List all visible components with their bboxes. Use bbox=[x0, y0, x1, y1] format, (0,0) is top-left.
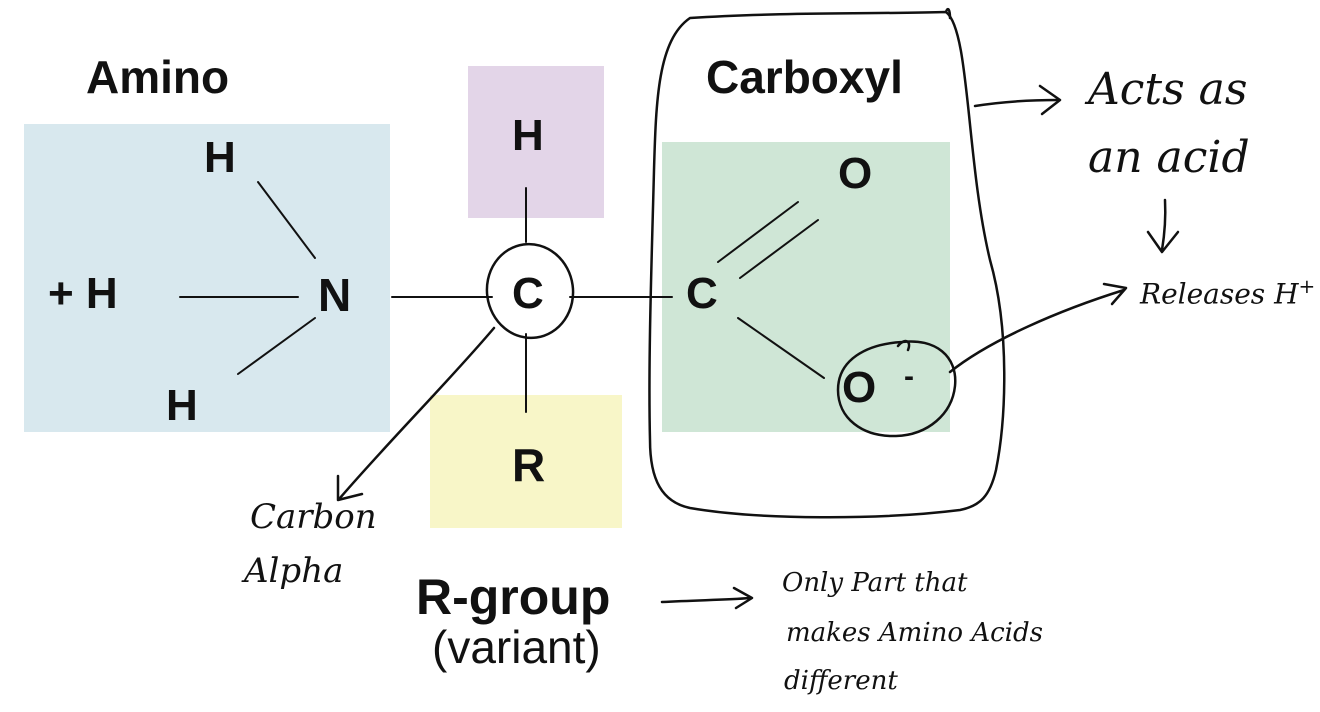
arrow-rgroup-to-note bbox=[660, 596, 752, 604]
o-minus-circle-tick bbox=[896, 339, 911, 352]
amino-h-top-atom: H bbox=[204, 133, 236, 182]
arrow-acid-to-releases bbox=[1160, 198, 1167, 252]
amino-group-box bbox=[24, 124, 390, 432]
double-bond-line-2 bbox=[739, 219, 819, 279]
arrow-calpha-to-carbon-alpha-head bbox=[336, 474, 364, 502]
releases-h-text: Releases H bbox=[1140, 277, 1299, 311]
oxygen-charge: - bbox=[904, 360, 914, 393]
alpha-carbon-circle bbox=[485, 242, 575, 340]
arrow-ominus-to-releases bbox=[948, 288, 1126, 374]
alpha-carbon-atom: C bbox=[512, 269, 544, 318]
only-part-note-line2: makes Amino Acids bbox=[786, 618, 1043, 648]
carboxyl-label: Carboxyl bbox=[706, 51, 903, 103]
r-group-label: R-group bbox=[416, 569, 611, 625]
nitrogen-atom: N bbox=[318, 269, 352, 321]
carbon-alpha-note-line2: Alpha bbox=[244, 551, 344, 591]
bond-htop-n bbox=[257, 181, 316, 259]
arrow-acid-to-releases-head bbox=[1146, 230, 1180, 254]
arrow-calpha-to-carbon-alpha bbox=[338, 326, 496, 500]
r-atom: R bbox=[512, 439, 546, 491]
releases-h-superscript: + bbox=[1298, 274, 1316, 298]
bond-hbottom-n bbox=[237, 317, 316, 375]
carboxyl-outline bbox=[648, 10, 1006, 519]
carbon-alpha-note-line1: Carbon bbox=[250, 497, 377, 537]
arrow-ominus-to-releases-head bbox=[1102, 282, 1128, 306]
releases-h-note: Releases H+ bbox=[1140, 276, 1315, 308]
variant-label: (variant) bbox=[432, 621, 601, 673]
bond-c-ominus bbox=[737, 317, 825, 379]
carboxyl-carbon-atom: C bbox=[686, 269, 718, 318]
only-part-note-line1: Only Part that bbox=[782, 568, 968, 598]
acts-as-acid-note-line1: Acts as bbox=[1088, 64, 1248, 115]
acts-as-acid-note-line2: an acid bbox=[1088, 132, 1250, 183]
r-group-box bbox=[430, 395, 622, 528]
only-part-note-line3: different bbox=[784, 666, 898, 696]
carboxyl-outline-tick bbox=[944, 7, 952, 20]
o-minus-circle bbox=[836, 340, 957, 438]
amino-label: Amino bbox=[86, 51, 230, 103]
double-bonded-oxygen-atom: O bbox=[838, 149, 873, 198]
single-bonded-oxygen-atom: O bbox=[842, 363, 877, 412]
alpha-h-atom: H bbox=[512, 111, 544, 160]
carboxyl-group-box bbox=[662, 142, 950, 432]
arrow-carboxyl-to-acid-head bbox=[1038, 84, 1062, 116]
double-bond-line-1 bbox=[717, 201, 799, 263]
alpha-h-box bbox=[468, 66, 604, 218]
amino-h-bottom-atom: H bbox=[166, 381, 198, 430]
arrow-rgroup-to-note-head bbox=[732, 586, 754, 610]
arrow-carboxyl-to-acid bbox=[973, 98, 1060, 108]
plus-h-atom: + H bbox=[48, 269, 118, 318]
